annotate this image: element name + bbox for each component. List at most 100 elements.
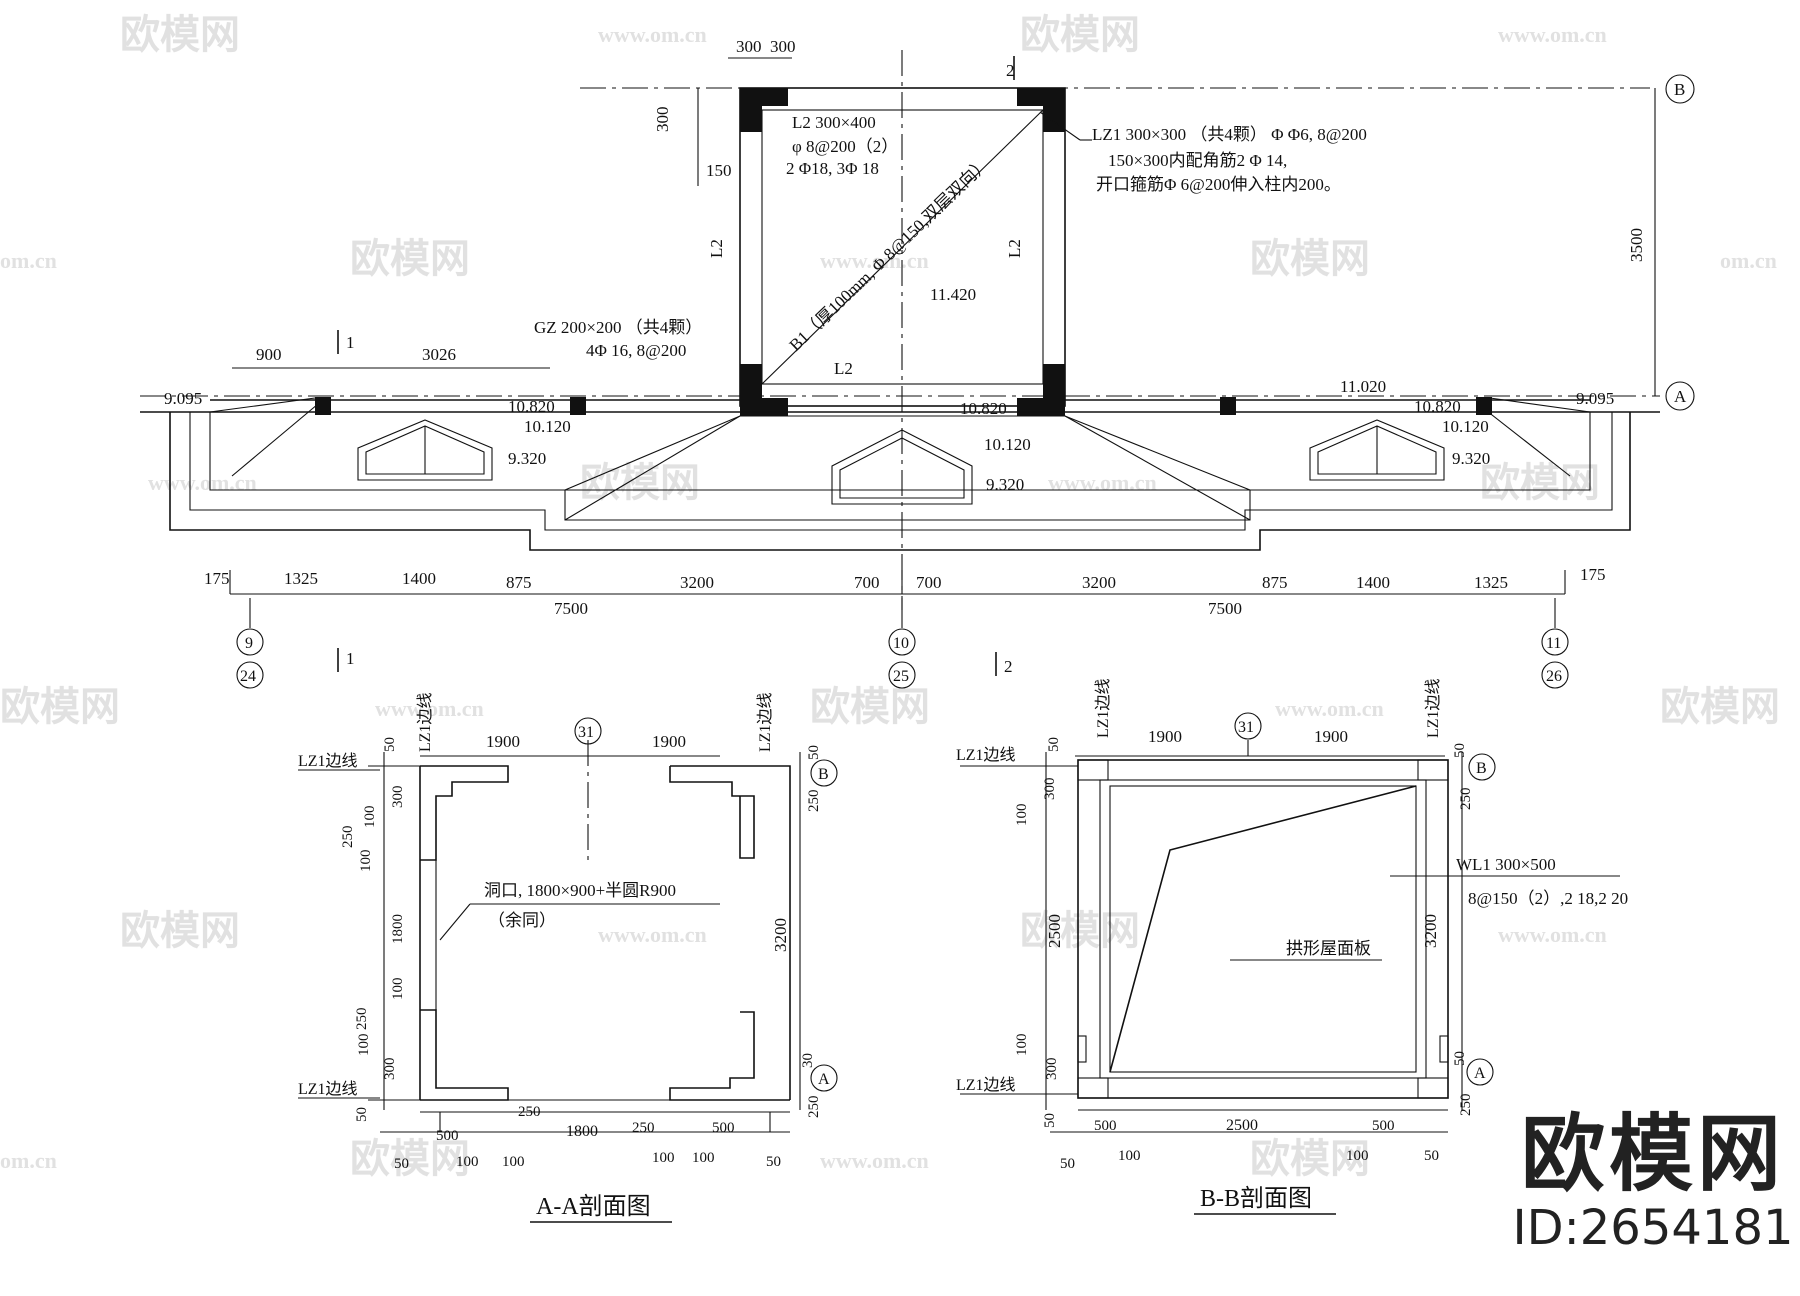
elevation-9320-center: 9.320 xyxy=(986,475,1024,494)
beam-wl1-rebar: 8@150（2）,2 18,2 20 xyxy=(1468,889,1628,908)
dormer-left-inner xyxy=(365,425,485,475)
beam-l2-rebar: 2 Φ18, 3Φ 18 xyxy=(786,159,879,178)
base-mid-outline xyxy=(189,412,1613,531)
hip-line xyxy=(231,403,319,477)
wall-bottom-right xyxy=(669,1011,790,1101)
dim-right: 50 xyxy=(806,745,822,760)
dim-left: 300 xyxy=(382,1058,398,1081)
axis-bubble-b xyxy=(810,759,838,787)
dim-left: 300 xyxy=(1044,1058,1060,1081)
dim-bottom: 100 xyxy=(502,1154,525,1170)
watermark-url: om.cn xyxy=(0,1148,57,1173)
dim-1900-left: 1900 xyxy=(486,732,520,751)
brand-badge: 欧模网 ID:2654181 xyxy=(1508,1108,1798,1256)
dim-bottom: 500 xyxy=(1372,1118,1395,1134)
dim-300-vertical: 300 xyxy=(653,107,672,133)
section-mark-2-label-bottom: 2 xyxy=(1004,657,1013,676)
watermark-url: www.om.cn xyxy=(598,22,707,47)
dim-1900-left: 1900 xyxy=(1148,727,1182,746)
section-mark-2-label: 2 xyxy=(1006,61,1015,80)
elevation-10120-right: 10.120 xyxy=(1442,417,1489,436)
elevation-10120-center: 10.120 xyxy=(984,435,1031,454)
dim-left: 100 xyxy=(356,1034,372,1057)
axis-label-a: A xyxy=(1674,387,1687,406)
beam-l2-stirrup: φ 8@200（2） xyxy=(792,137,898,156)
dim-bottom: 50 xyxy=(394,1156,409,1172)
dim-bottom: 700 xyxy=(916,573,942,592)
watermark-logo: 欧模网 xyxy=(0,684,120,729)
wall-bottom-left xyxy=(420,1009,509,1101)
corbel xyxy=(1439,1035,1449,1063)
dim-bottom: 875 xyxy=(1262,573,1288,592)
dormer-center-inner xyxy=(839,437,965,499)
base-inner-outline xyxy=(209,412,1591,491)
watermark-url: www.om.cn xyxy=(1498,922,1607,947)
dim-total-left: 7500 xyxy=(554,599,588,618)
watermark-logo: 欧模网 xyxy=(120,908,240,953)
dim-bottom: 1400 xyxy=(1356,573,1390,592)
section-aa-title: A-A剖面图 xyxy=(536,1193,651,1220)
axis-label: 10 xyxy=(893,635,909,652)
axis-bubble xyxy=(1541,661,1569,689)
column-cap xyxy=(1417,759,1449,781)
watermark-url: www.om.cn xyxy=(598,922,707,947)
axis-label: 9 xyxy=(245,635,253,652)
wall-right-outer xyxy=(670,765,791,1100)
axis-label: 26 xyxy=(1546,668,1562,685)
dim-left: 50 xyxy=(354,1107,370,1122)
dim-bottom: 3200 xyxy=(1082,573,1116,592)
section-aa: 31 LZ1边线 LZ1边线 LZ1边线 LZ1边线 1900 1900 50 … xyxy=(298,692,838,1223)
dim-bottom: 50 xyxy=(1424,1148,1439,1164)
dim-3200: 3200 xyxy=(1421,914,1440,948)
beam-l2-bottom-label: L2 xyxy=(834,359,853,378)
dim-bottom: 500 xyxy=(436,1128,459,1144)
roof-slab-label: 拱形屋面板 xyxy=(1286,939,1371,958)
axis-a-label: A xyxy=(1474,1065,1486,1082)
lz1-edge-label: LZ1边线 xyxy=(298,1080,358,1098)
dim-2500-bottom: 2500 xyxy=(1226,1117,1258,1134)
section-frame-inner xyxy=(1109,785,1417,1073)
column-lz1-bl xyxy=(740,364,788,416)
section-bb: 31 LZ1边线 LZ1边线 LZ1边线 LZ1边线 1900 1900 50 … xyxy=(956,678,1628,1215)
dim-1900-right: 1900 xyxy=(1314,727,1348,746)
elevation-10120-left: 10.120 xyxy=(524,417,571,436)
leader-line xyxy=(1039,111,1081,141)
dim-left: 100 xyxy=(390,978,406,1001)
dim-bottom: 1800 xyxy=(566,1123,598,1140)
dim-bottom: 1325 xyxy=(284,569,318,588)
dim-right: 250 xyxy=(806,1096,822,1119)
axis-label: 11 xyxy=(1546,635,1561,652)
arched-roof-profile xyxy=(1109,785,1417,1073)
column-gz xyxy=(1220,397,1236,415)
column-cap xyxy=(1077,759,1109,781)
dormer-right-inner xyxy=(1317,425,1437,475)
elevation-10820-left: 10.820 xyxy=(508,397,555,416)
dim-left: 300 xyxy=(390,786,406,809)
elevation-9320-left: 9.320 xyxy=(508,449,546,468)
dim-1900-right: 1900 xyxy=(652,732,686,751)
watermark-url: www.om.cn xyxy=(1498,22,1607,47)
watermark-logo: 欧模网 xyxy=(1020,908,1140,953)
axis-bubble xyxy=(888,628,916,656)
watermark-logo: 欧模网 xyxy=(1480,460,1600,505)
dim-3200: 3200 xyxy=(771,918,790,952)
dim-right: 250 xyxy=(806,790,822,813)
axis-b-label: B xyxy=(818,766,829,783)
axis-a-label: A xyxy=(818,1071,830,1088)
section-bb-title: B-B剖面图 xyxy=(1200,1185,1312,1212)
beam-l2-left-label: L2 xyxy=(707,239,726,258)
dim-right: 50 xyxy=(1452,743,1468,758)
dim-left: 100 xyxy=(1014,804,1030,827)
dim-right: 30 xyxy=(800,1053,816,1068)
column-base xyxy=(1417,1077,1449,1099)
dim-bottom: 250 xyxy=(632,1120,655,1136)
section-frame-mid xyxy=(1099,779,1427,1079)
watermark-url-layer: www.om.cn www.om.cn om.cn www.om.cn om.c… xyxy=(0,22,1777,1173)
column-gz-rebar: 4Φ 16, 8@200 xyxy=(586,341,686,360)
dim-300-left: 300 xyxy=(736,37,762,56)
dim-left: 100 xyxy=(1014,1034,1030,1057)
dim-bottom: 1400 xyxy=(402,569,436,588)
beam-wl1-spec: WL1 300×500 xyxy=(1456,855,1556,874)
dim-bottom: 700 xyxy=(854,573,880,592)
axis-b-label: B xyxy=(1476,760,1487,777)
